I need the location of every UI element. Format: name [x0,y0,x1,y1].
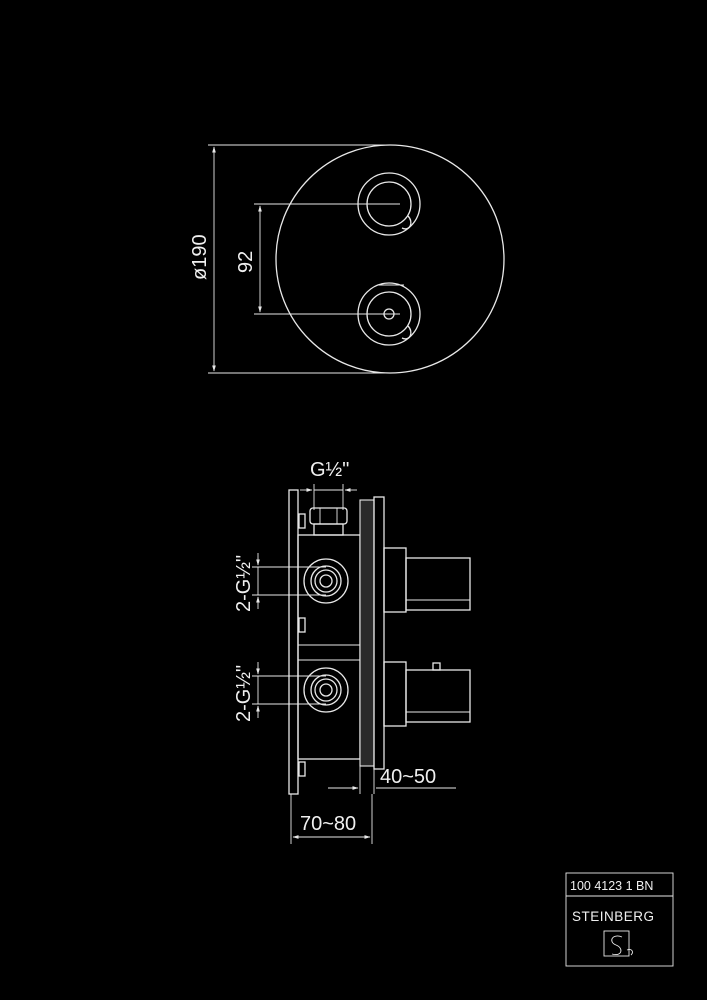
article-number: 100 4123 1 BN [570,879,653,893]
wall-plaster-section [359,499,375,767]
front-view: ø190 92 [189,144,505,374]
top-nut [309,507,348,536]
top-thread-label: G½" [310,459,349,481]
side-view: G½" 2-G½" 2-G½" 40~50 [233,459,471,844]
upper-connection-label: 2-G½" [233,555,255,612]
cover-depth-dimension: 40~50 [328,766,456,794]
cover-plate-outline [275,144,505,374]
upper-connection-dimension: 2-G½" [233,553,326,612]
steinberg-s-logo-icon [603,930,633,957]
top-thread-dimension: G½" [300,459,357,510]
lower-connection-dimension: 2-G½" [233,662,326,722]
spacing-dimension: 92 [235,203,400,315]
lower-handle-side [383,661,471,727]
body-depth-dimension: 70~80 [290,794,373,844]
brand-name: STEINBERG [572,909,655,924]
diameter-dimension: ø190 [189,144,390,374]
diameter-label: ø190 [189,234,211,280]
cover-depth-label: 40~50 [380,766,436,788]
lower-connection [303,667,349,713]
upper-connection [303,558,349,604]
body-depth-label: 70~80 [300,813,356,835]
lower-connection-label: 2-G½" [233,665,255,722]
cover-plate-side [373,496,385,770]
mounting-plate [288,489,299,795]
spacing-label: 92 [235,251,257,273]
upper-handle-side [383,547,471,613]
title-block: 100 4123 1 BN STEINBERG [565,872,674,967]
